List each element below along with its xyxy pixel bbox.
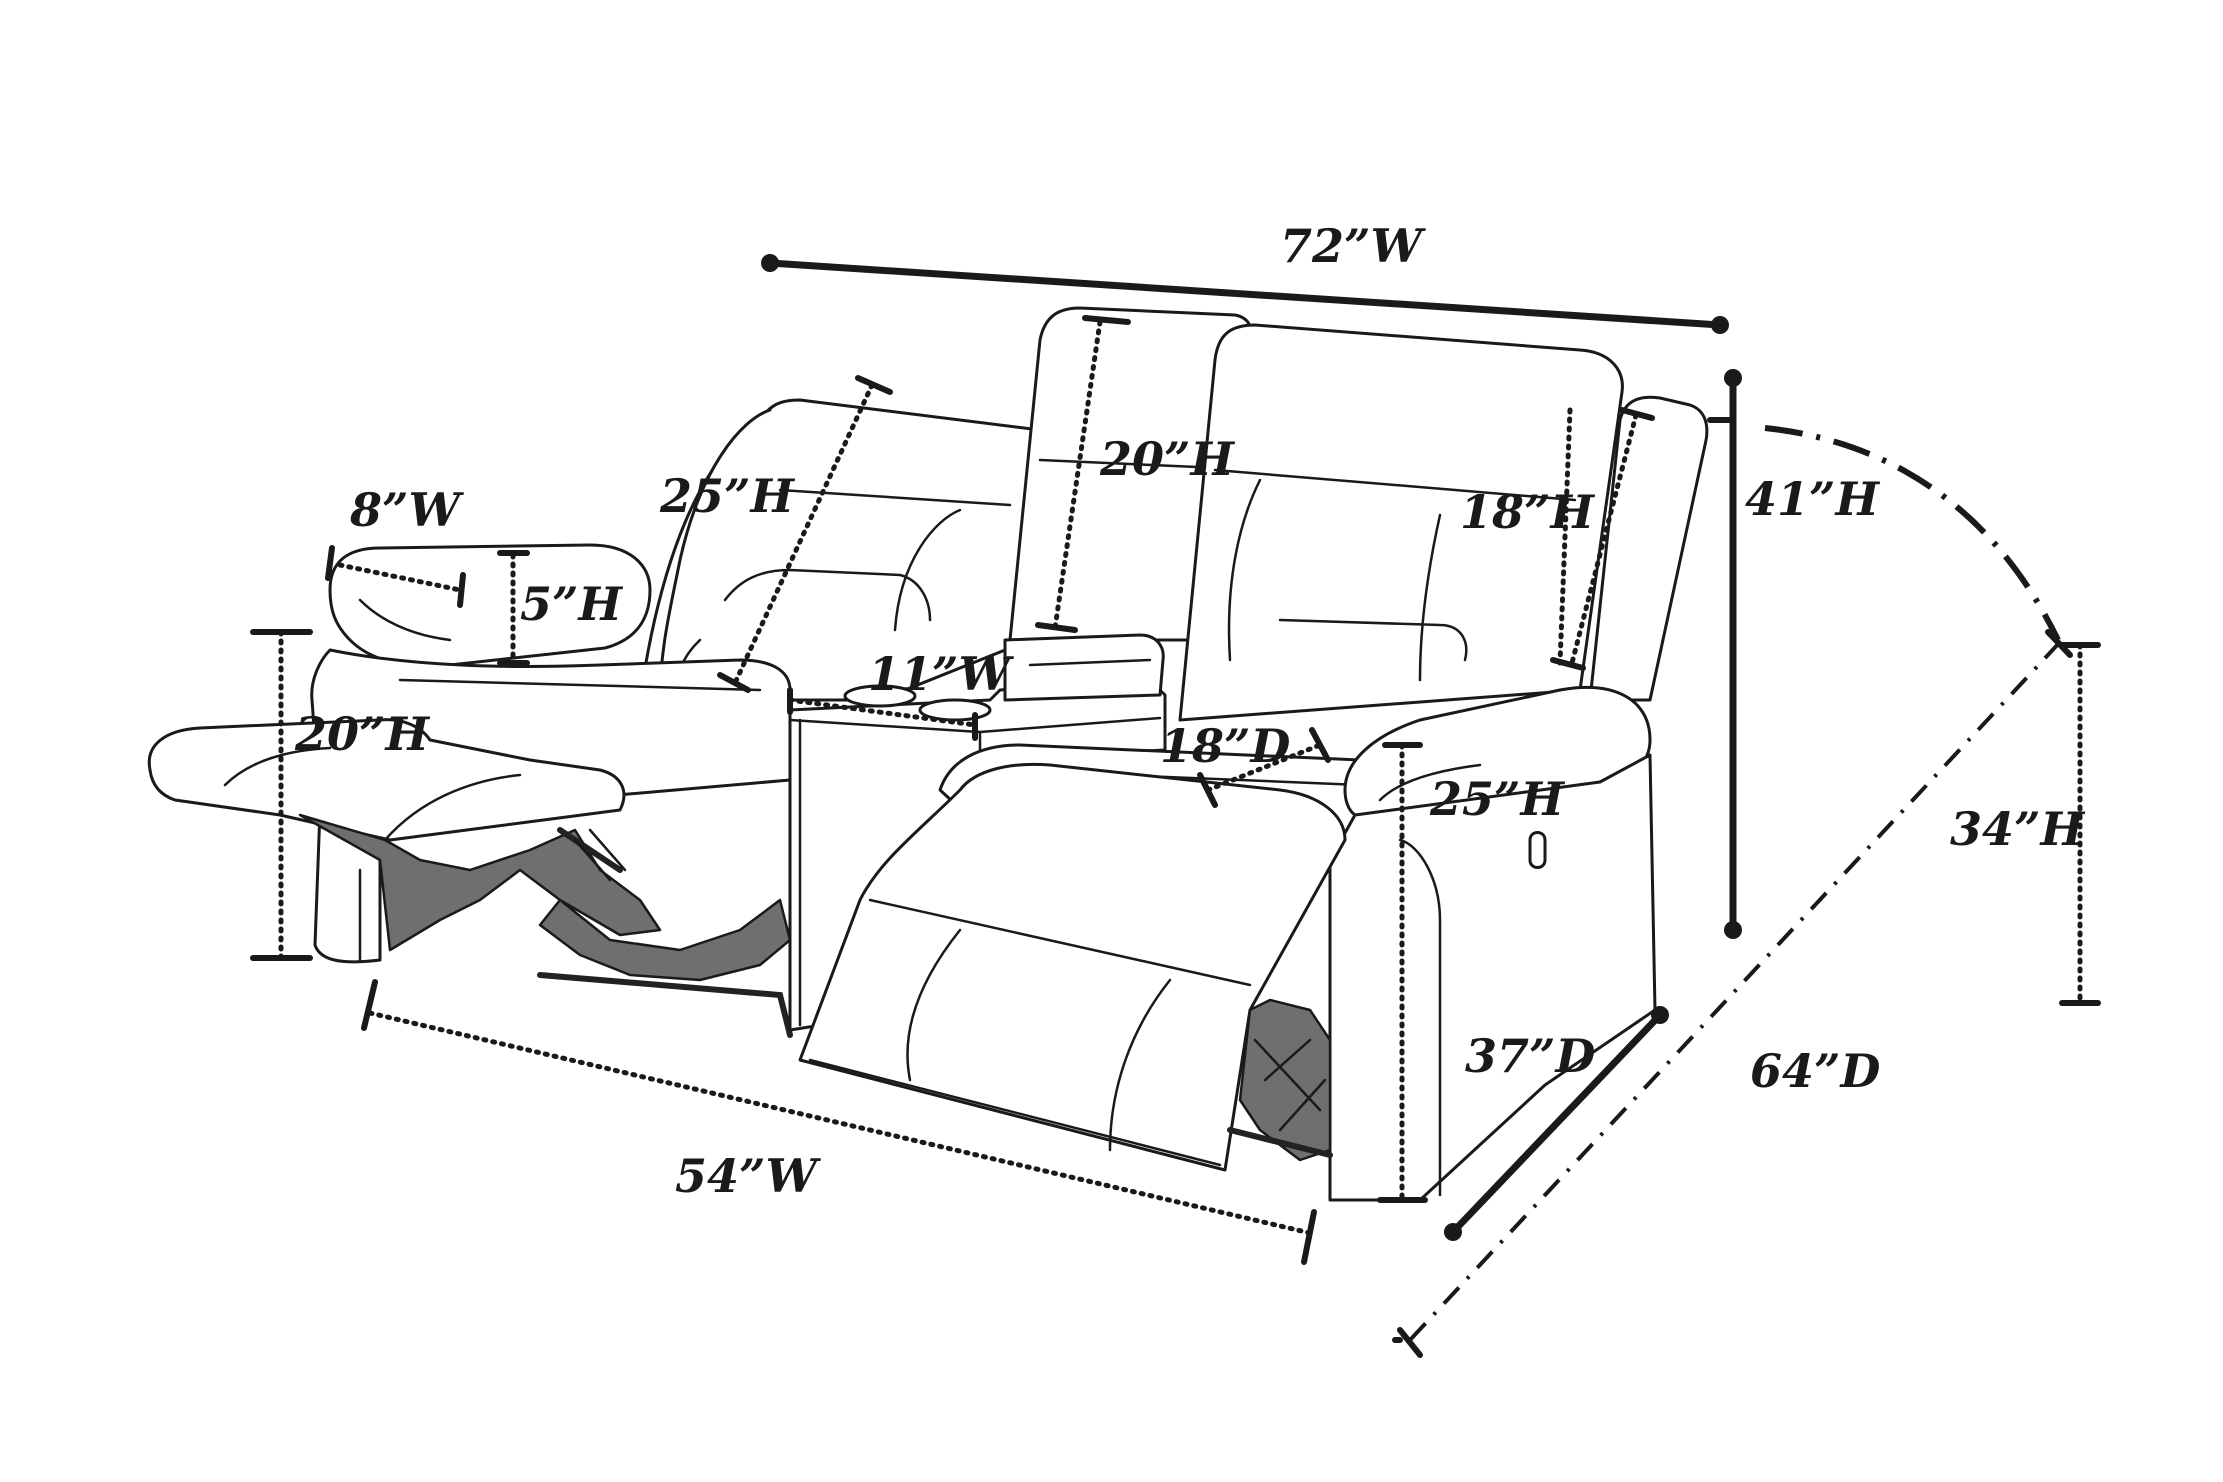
label-console-back-height: 20”H	[1099, 432, 1235, 486]
loveseat-drawing	[147, 306, 1709, 1202]
recline-arc	[1764, 425, 2061, 642]
cup-holder-left	[843, 684, 917, 708]
label-footrest-height: 20”H	[294, 707, 430, 761]
overall-width-line	[766, 259, 1724, 329]
label-seat-width: 54”W	[675, 1149, 821, 1203]
label-arm-height: 5”H	[520, 577, 623, 631]
left-footrest	[147, 718, 626, 842]
right-arm-front	[1328, 753, 1657, 1202]
label-arm-width: 8”W	[349, 483, 464, 537]
cup-holder-right	[918, 698, 992, 722]
label-seat-height: 25”H	[1429, 772, 1565, 826]
left-back-inner-roll	[658, 408, 772, 702]
console-back-height-line	[1052, 319, 1103, 631]
reclined-depth-line	[1408, 640, 2062, 1342]
right-mechanism	[1238, 998, 1332, 1162]
left-arm	[328, 543, 652, 668]
left-mechanism-arm	[538, 898, 792, 982]
label-depth: 37”D	[1465, 1029, 1595, 1083]
seat-width-line	[367, 1010, 1313, 1236]
dimension-lines	[250, 254, 2101, 1358]
right-arm-back	[1588, 395, 1709, 702]
dimension-labels: 72”W 41”H 25”H 20”H 18”H 8”W 5”H 11”W 20…	[294, 219, 2085, 1203]
left-mechanism	[298, 813, 662, 952]
label-overall-height: 41”H	[1745, 472, 1880, 526]
label-seat-depth: 18”D	[1160, 719, 1290, 773]
recline-handle	[1528, 831, 1547, 869]
label-reclined-height: 34”H	[1950, 802, 2085, 856]
right-back-height-line	[1557, 407, 1573, 666]
seat-depth-line	[1205, 742, 1323, 793]
depth-line	[1449, 1011, 1664, 1236]
console-width-line	[787, 697, 978, 728]
left-back-height-line	[732, 382, 875, 686]
label-reclined-depth: 64”D	[1750, 1044, 1880, 1098]
arm-width-line	[337, 562, 463, 593]
right-footrest	[798, 762, 1347, 1172]
label-left-back-height: 25”H	[659, 469, 795, 523]
label-console-width: 11”W	[868, 647, 1014, 701]
label-right-back-height: 18”H	[1460, 485, 1595, 539]
label-overall-width: 72”W	[1280, 219, 1426, 273]
